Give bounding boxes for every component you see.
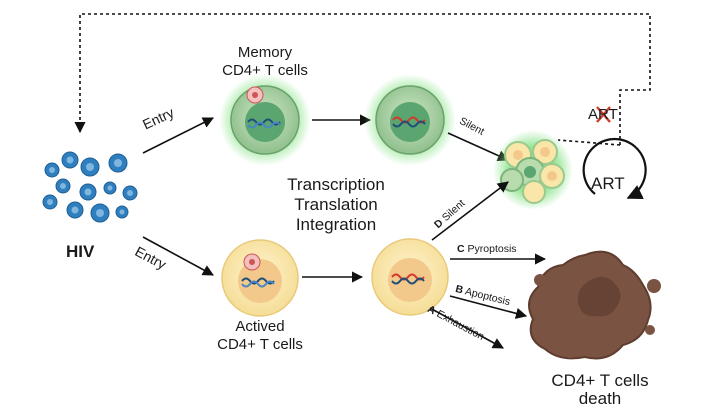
pyroptosis-letter: C bbox=[457, 243, 465, 255]
hiv-virus-cluster bbox=[42, 151, 138, 223]
pyroptosis-text: Pyroptosis bbox=[467, 243, 517, 255]
dead-cell-blob bbox=[528, 250, 661, 360]
process-translation: Translation bbox=[294, 195, 378, 214]
apoptosis-arrow bbox=[449, 295, 528, 319]
entry-top-arrow bbox=[142, 117, 215, 154]
dotted-to-cluster bbox=[557, 139, 621, 146]
dotted-feedback-arrow bbox=[74, 13, 651, 145]
pyroptosis-label: C Pyroptosis bbox=[457, 243, 517, 255]
silent-d-arrow bbox=[431, 181, 509, 241]
death-label-line1: CD4+ T cells bbox=[551, 371, 649, 390]
hiv-label: HIV bbox=[66, 242, 95, 261]
active-cell-infected bbox=[221, 239, 299, 317]
art-cycle-label: ART bbox=[591, 174, 625, 193]
active-cells-label-line2: CD4+ T cells bbox=[217, 336, 303, 353]
exhaustion-arrow bbox=[429, 307, 504, 349]
active-cell-integrated bbox=[371, 238, 449, 316]
latent-reservoir-cluster bbox=[493, 130, 573, 210]
entry-bottom-arrow bbox=[142, 236, 214, 276]
active-cells-label-line1: Actived bbox=[235, 318, 285, 335]
memory-cells-label-line2: CD4+ T cells bbox=[222, 62, 308, 79]
process-integration: Integration bbox=[295, 215, 377, 234]
memory-cell-infected bbox=[219, 74, 311, 166]
art-cycle-arrow bbox=[582, 137, 647, 199]
memory-cell-integrated bbox=[364, 74, 456, 166]
art-blocked-cross bbox=[596, 106, 611, 123]
art-blocked-label: ART bbox=[588, 106, 618, 123]
death-label-line2: death bbox=[578, 389, 622, 408]
process-transcription: Transcription bbox=[287, 175, 385, 194]
memory-cells-label-line1: Memory bbox=[237, 44, 293, 61]
apoptosis-letter: B bbox=[454, 283, 465, 297]
